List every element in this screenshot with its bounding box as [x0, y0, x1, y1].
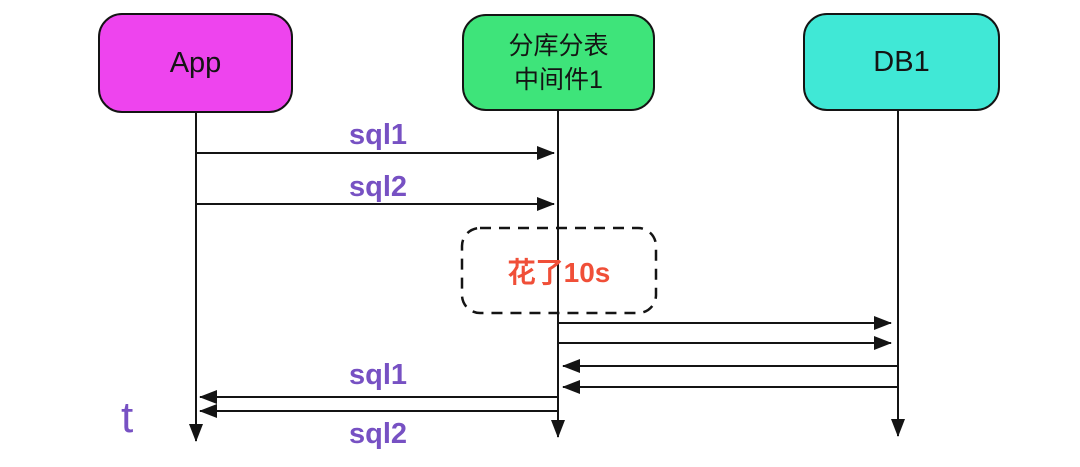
note-dashed-frame [460, 226, 658, 315]
actor-db1: DB1 [803, 13, 1000, 111]
label-sql1-return: sql1 [348, 359, 408, 391]
actor-middleware: 分库分表 中间件1 [462, 14, 655, 111]
label-sql2-return: sql2 [348, 418, 408, 450]
label-sql1-request: sql1 [348, 119, 408, 151]
actor-app-label: App [169, 46, 222, 79]
actor-middleware-label-line2: 中间件1 [514, 65, 603, 94]
time-axis-label: t [121, 393, 134, 442]
actor-middleware-label-line1: 分库分表 [508, 31, 609, 60]
label-sql2-request: sql2 [348, 171, 408, 203]
actor-db1-label: DB1 [873, 45, 930, 78]
actor-app: App [98, 13, 293, 113]
